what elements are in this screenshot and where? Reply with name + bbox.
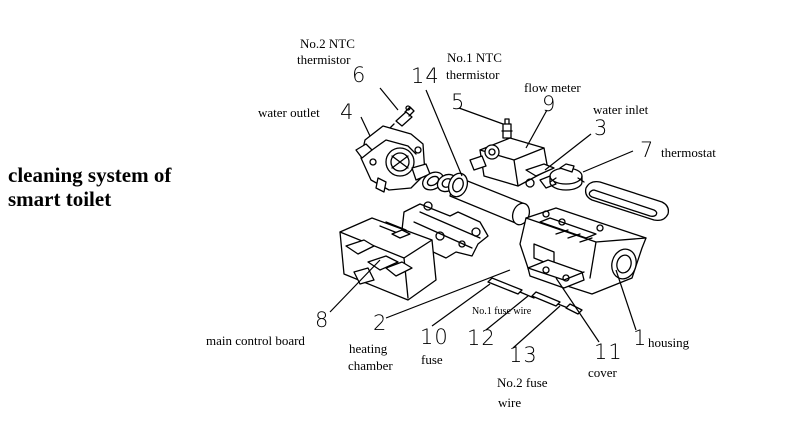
callout-number-7: 7 bbox=[640, 138, 655, 162]
thermostat-part bbox=[549, 163, 585, 191]
label-housing: housing bbox=[648, 335, 690, 350]
label-main-control-board: main control board bbox=[206, 333, 305, 348]
label-thermostat: thermostat bbox=[661, 145, 716, 160]
ntc2-thermistor-part bbox=[389, 105, 415, 129]
flow-meter-part bbox=[469, 137, 557, 189]
callout-number-10: 10 bbox=[420, 325, 449, 349]
label-heating-line2: chamber bbox=[348, 358, 393, 373]
label-fuse-wire-1: No.1 fuse wire bbox=[472, 306, 532, 317]
label-fuse-wire-2-line1: No.2 fuse bbox=[497, 375, 548, 390]
diagram-title: cleaning system of smart toilet bbox=[8, 163, 171, 211]
callout-number-11: 11 bbox=[594, 340, 623, 364]
callout-number-14: 14 bbox=[411, 64, 440, 88]
callout-number-6: 6 bbox=[352, 63, 367, 87]
callout-number-13: 13 bbox=[509, 343, 538, 367]
main-control-board-part bbox=[339, 217, 437, 301]
callout-number-2: 2 bbox=[373, 311, 388, 335]
title-line-1: cleaning system of bbox=[8, 163, 172, 187]
title-line-2: smart toilet bbox=[8, 187, 112, 211]
callout-number-1: 1 bbox=[633, 326, 648, 350]
callout-number-12: 12 bbox=[467, 326, 496, 350]
label-ntc1-line2: thermistor bbox=[446, 67, 500, 82]
label-ntc2-line2: thermistor bbox=[297, 52, 351, 67]
label-fuse: fuse bbox=[421, 352, 443, 367]
label-water-outlet: water outlet bbox=[258, 105, 320, 120]
callout-number-9: 9 bbox=[542, 92, 557, 116]
label-water-inlet: water inlet bbox=[593, 102, 649, 117]
water-outlet-part bbox=[355, 125, 431, 193]
label-flow-meter: flow meter bbox=[524, 80, 581, 95]
label-heating-line1: heating bbox=[349, 341, 388, 356]
leader-lines bbox=[329, 87, 637, 349]
cover-part bbox=[527, 259, 585, 289]
label-ntc1-line1: No.1 NTC bbox=[447, 50, 502, 65]
gasket-part bbox=[584, 180, 670, 222]
callout-number-3: 3 bbox=[594, 116, 609, 140]
label-fuse-wire-2-line2: wire bbox=[498, 395, 522, 410]
label-cover: cover bbox=[588, 365, 617, 380]
label-ntc2-line1: No.2 NTC bbox=[300, 36, 355, 51]
callout-number-8: 8 bbox=[315, 308, 330, 332]
callout-number-5: 5 bbox=[451, 90, 466, 114]
callout-number-4: 4 bbox=[340, 100, 355, 124]
